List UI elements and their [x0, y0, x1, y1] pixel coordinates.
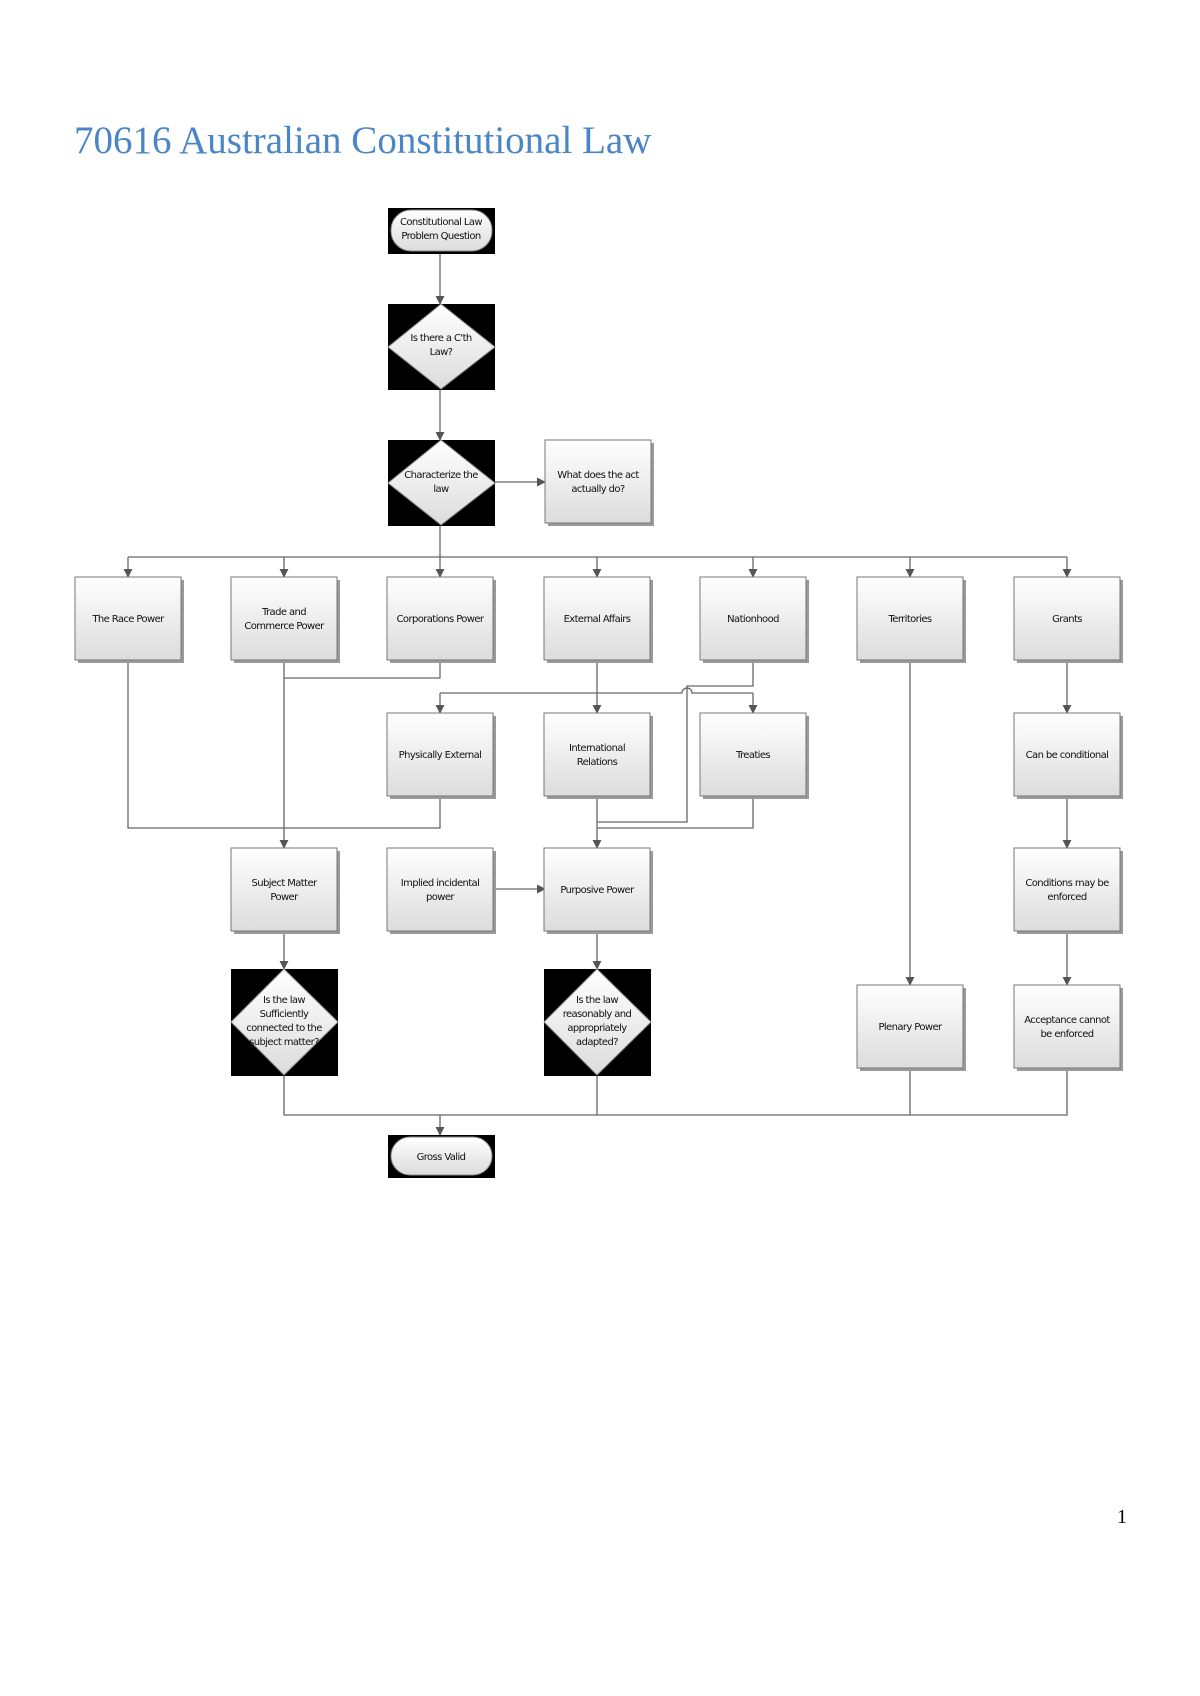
label-char-1: Characterize the — [404, 470, 478, 481]
node-sufficiently-connected: Is the law Sufficiently connected to the… — [230, 968, 339, 1076]
label-act-1: What does the act — [557, 470, 639, 481]
edge-characterize-bus — [128, 526, 1067, 558]
label-suff-1: Is the law — [263, 995, 305, 1006]
node-subject-matter-power: Subject Matter Power — [230, 847, 340, 934]
label-intl-2: Relations — [577, 757, 618, 768]
connectors — [123, 254, 1072, 1136]
node-conditions-enforced: Conditions may be enforced — [1013, 847, 1123, 934]
label-implied-2: power — [426, 892, 455, 903]
node-implied-incidental: Implied incidental power — [386, 847, 496, 934]
label-start-2: Problem Question — [401, 231, 480, 242]
node-corporations: Corporations Power — [386, 576, 496, 663]
node-external-affairs: External Affairs — [543, 576, 653, 663]
edge-treaties-to-purposive — [597, 797, 754, 829]
label-cth-1: Is there a C'th — [410, 333, 472, 344]
label-accept-2: be enforced — [1040, 1029, 1093, 1040]
node-nationhood: Nationhood — [699, 576, 809, 663]
label-act-2: actually do? — [571, 484, 625, 495]
label-suff-3: connected to the — [246, 1023, 322, 1034]
label-corp: Corporations Power — [397, 614, 485, 625]
node-plenary-power: Plenary Power — [856, 984, 966, 1071]
node-grants: Grants — [1013, 576, 1123, 663]
node-trade-commerce: Trade and Commerce Power — [230, 576, 340, 663]
edge-nationhood-down — [597, 660, 754, 823]
label-start-1: Constitutional Law — [400, 217, 482, 228]
label-race: The Race Power — [91, 614, 165, 625]
label-intl-1: International — [569, 743, 625, 754]
label-trade-1: Trade and — [261, 607, 306, 618]
label-enforced-2: enforced — [1047, 892, 1086, 903]
label-implied-1: Implied incidental — [401, 878, 480, 889]
label-adapt-4: adapted? — [576, 1037, 618, 1048]
label-grants: Grants — [1052, 614, 1082, 625]
node-physically-external: Physically External — [386, 712, 496, 799]
label-accept-1: Acceptance cannot — [1024, 1015, 1110, 1026]
label-char-2: law — [433, 484, 449, 495]
node-treaties: Treaties — [699, 712, 809, 799]
label-conditional: Can be conditional — [1026, 750, 1109, 761]
node-territories: Territories — [856, 576, 966, 663]
node-race-power: The Race Power — [74, 576, 184, 663]
label-gross: Gross Valid — [417, 1152, 466, 1163]
nodes: Constitutional Law Problem Question Is t… — [74, 208, 1123, 1178]
node-what-does-act-do: What does the act actually do? — [544, 439, 654, 526]
node-is-cth-law: Is there a C'th Law? — [387, 303, 496, 390]
label-external: External Affairs — [564, 614, 631, 625]
node-purposive-power: Purposive Power — [543, 847, 653, 934]
label-territories: Territories — [887, 614, 931, 625]
node-can-be-conditional: Can be conditional — [1013, 712, 1123, 799]
label-purposive: Purposive Power — [560, 885, 635, 896]
label-treaties: Treaties — [735, 750, 770, 761]
edge-corporations-to-subject — [284, 660, 441, 679]
label-plenary: Plenary Power — [878, 1022, 943, 1033]
node-characterize: Characterize the law — [387, 439, 496, 526]
label-physically: Physically External — [399, 750, 482, 761]
node-start: Constitutional Law Problem Question — [388, 208, 495, 254]
page-number: 1 — [1117, 1506, 1127, 1528]
label-trade-2: Commerce Power — [244, 621, 325, 632]
label-suff-2: Sufficiently — [260, 1009, 309, 1020]
label-subject-1: Subject Matter — [251, 878, 318, 889]
node-acceptance: Acceptance cannot be enforced — [1013, 984, 1123, 1071]
node-gross-valid: Gross Valid — [388, 1135, 495, 1178]
label-adapt-3: appropriately — [567, 1023, 627, 1034]
label-nationhood: Nationhood — [727, 614, 779, 625]
page-title: 70616 Australian Constitutional Law — [74, 119, 652, 162]
edge-merge-bus — [283, 1069, 1068, 1116]
label-suff-4: subject matter? — [249, 1037, 319, 1048]
label-adapt-2: reasonably and — [563, 1009, 632, 1020]
label-enforced-1: Conditions may be — [1025, 878, 1109, 889]
node-reasonably-adapted: Is the law reasonably and appropriately … — [543, 968, 652, 1076]
node-international-relations: International Relations — [543, 712, 653, 799]
label-adapt-1: Is the law — [576, 995, 618, 1006]
label-cth-2: Law? — [430, 347, 453, 358]
label-subject-2: Power — [270, 892, 299, 903]
